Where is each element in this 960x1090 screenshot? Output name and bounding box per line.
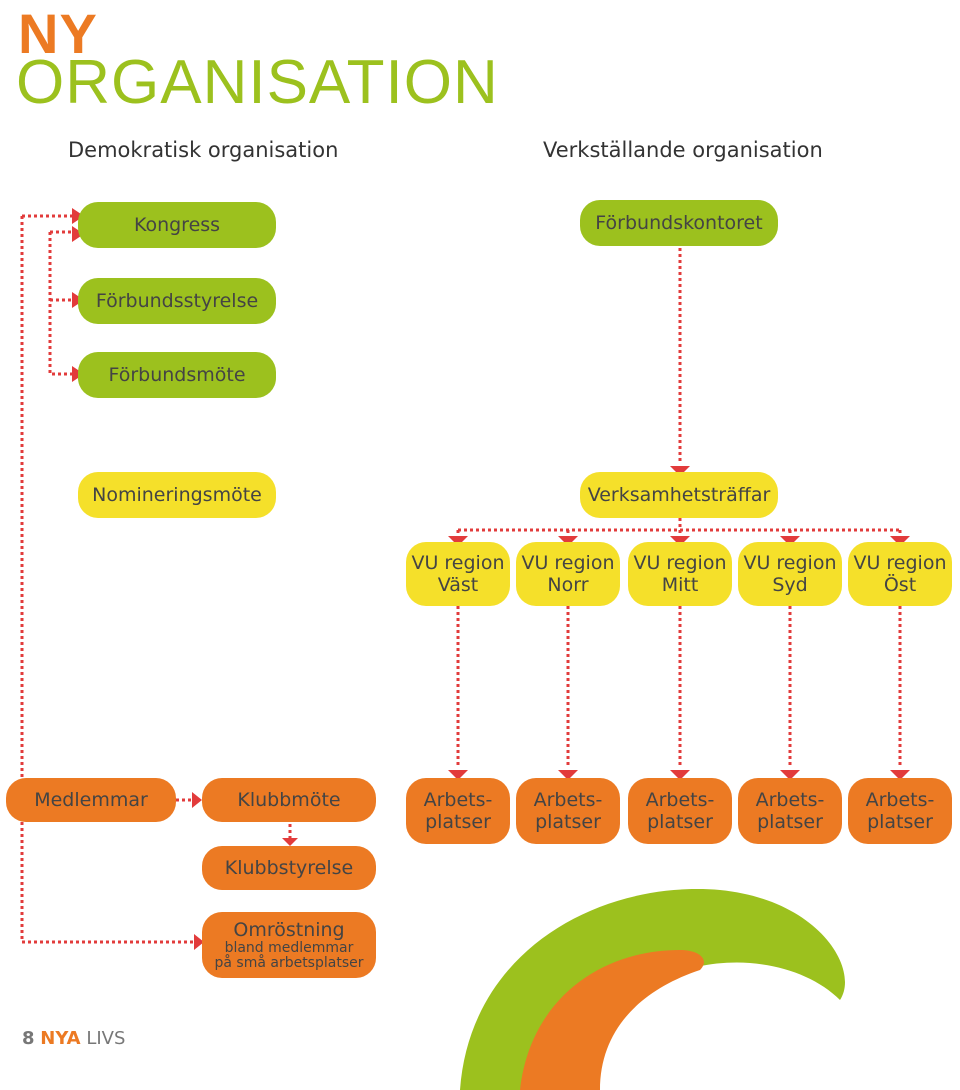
node-region: VU region Norr [516,542,620,606]
node-klubbmote: Klubbmöte [202,778,376,822]
title-ny: NY [18,2,98,65]
workplace-line2: platser [425,811,491,833]
node-region: VU region Mitt [628,542,732,606]
workplace-line1: Arbets- [423,789,493,811]
workplace-line2: platser [867,811,933,833]
page-number: 8 [22,1028,35,1049]
heading-democratic: Demokratisk organisation [68,138,339,162]
region-name: Väst [437,574,479,596]
node-forbundskontoret: Förbundskontoret [580,200,778,246]
node-arbetsplatser: Arbets- platser [738,778,842,844]
region-label: VU region [521,552,615,574]
workplace-line2: platser [757,811,823,833]
region-label: VU region [743,552,837,574]
region-name: Öst [883,574,917,596]
node-arbetsplatser: Arbets- platser [628,778,732,844]
node-region: VU region Öst [848,542,952,606]
node-klubbstyrelse: Klubbstyrelse [202,846,376,890]
heading-executive: Verkställande organisation [543,138,823,162]
node-omrostning: Omröstning bland medlemmar på små arbets… [202,912,376,978]
workplace-line1: Arbets- [755,789,825,811]
workplace-line2: platser [647,811,713,833]
node-kongress: Kongress [78,202,276,248]
brand-nya: NYA [40,1028,81,1049]
omrostning-title: Omröstning [233,919,345,941]
node-forbundsmote: Förbundsmöte [78,352,276,398]
omrostning-sub2: på små arbetsplatser [214,955,364,971]
node-arbetsplatser: Arbets- platser [406,778,510,844]
region-label: VU region [853,552,947,574]
page-footer: 8 NYA LIVS [22,1028,125,1049]
node-arbetsplatser: Arbets- platser [516,778,620,844]
node-region: VU region Syd [738,542,842,606]
brand-livs: LIVS [86,1028,126,1049]
node-region: VU region Väst [406,542,510,606]
workplace-line1: Arbets- [533,789,603,811]
omrostning-sub1: bland medlemmar [224,940,354,956]
workplace-line1: Arbets- [645,789,715,811]
node-nomineringsmote: Nomineringsmöte [78,472,276,518]
region-label: VU region [411,552,505,574]
title-organisation: ORGANISATION [16,48,499,117]
node-verksamhetstraffar: Verksamhetsträffar [580,472,778,518]
region-name: Norr [547,574,589,596]
node-medlemmar: Medlemmar [6,778,176,822]
region-name: Syd [772,574,808,596]
region-name: Mitt [661,574,699,596]
workplace-line2: platser [535,811,601,833]
node-forbundsstyrelse: Förbundsstyrelse [78,278,276,324]
node-arbetsplatser: Arbets- platser [848,778,952,844]
workplace-line1: Arbets- [865,789,935,811]
region-label: VU region [633,552,727,574]
